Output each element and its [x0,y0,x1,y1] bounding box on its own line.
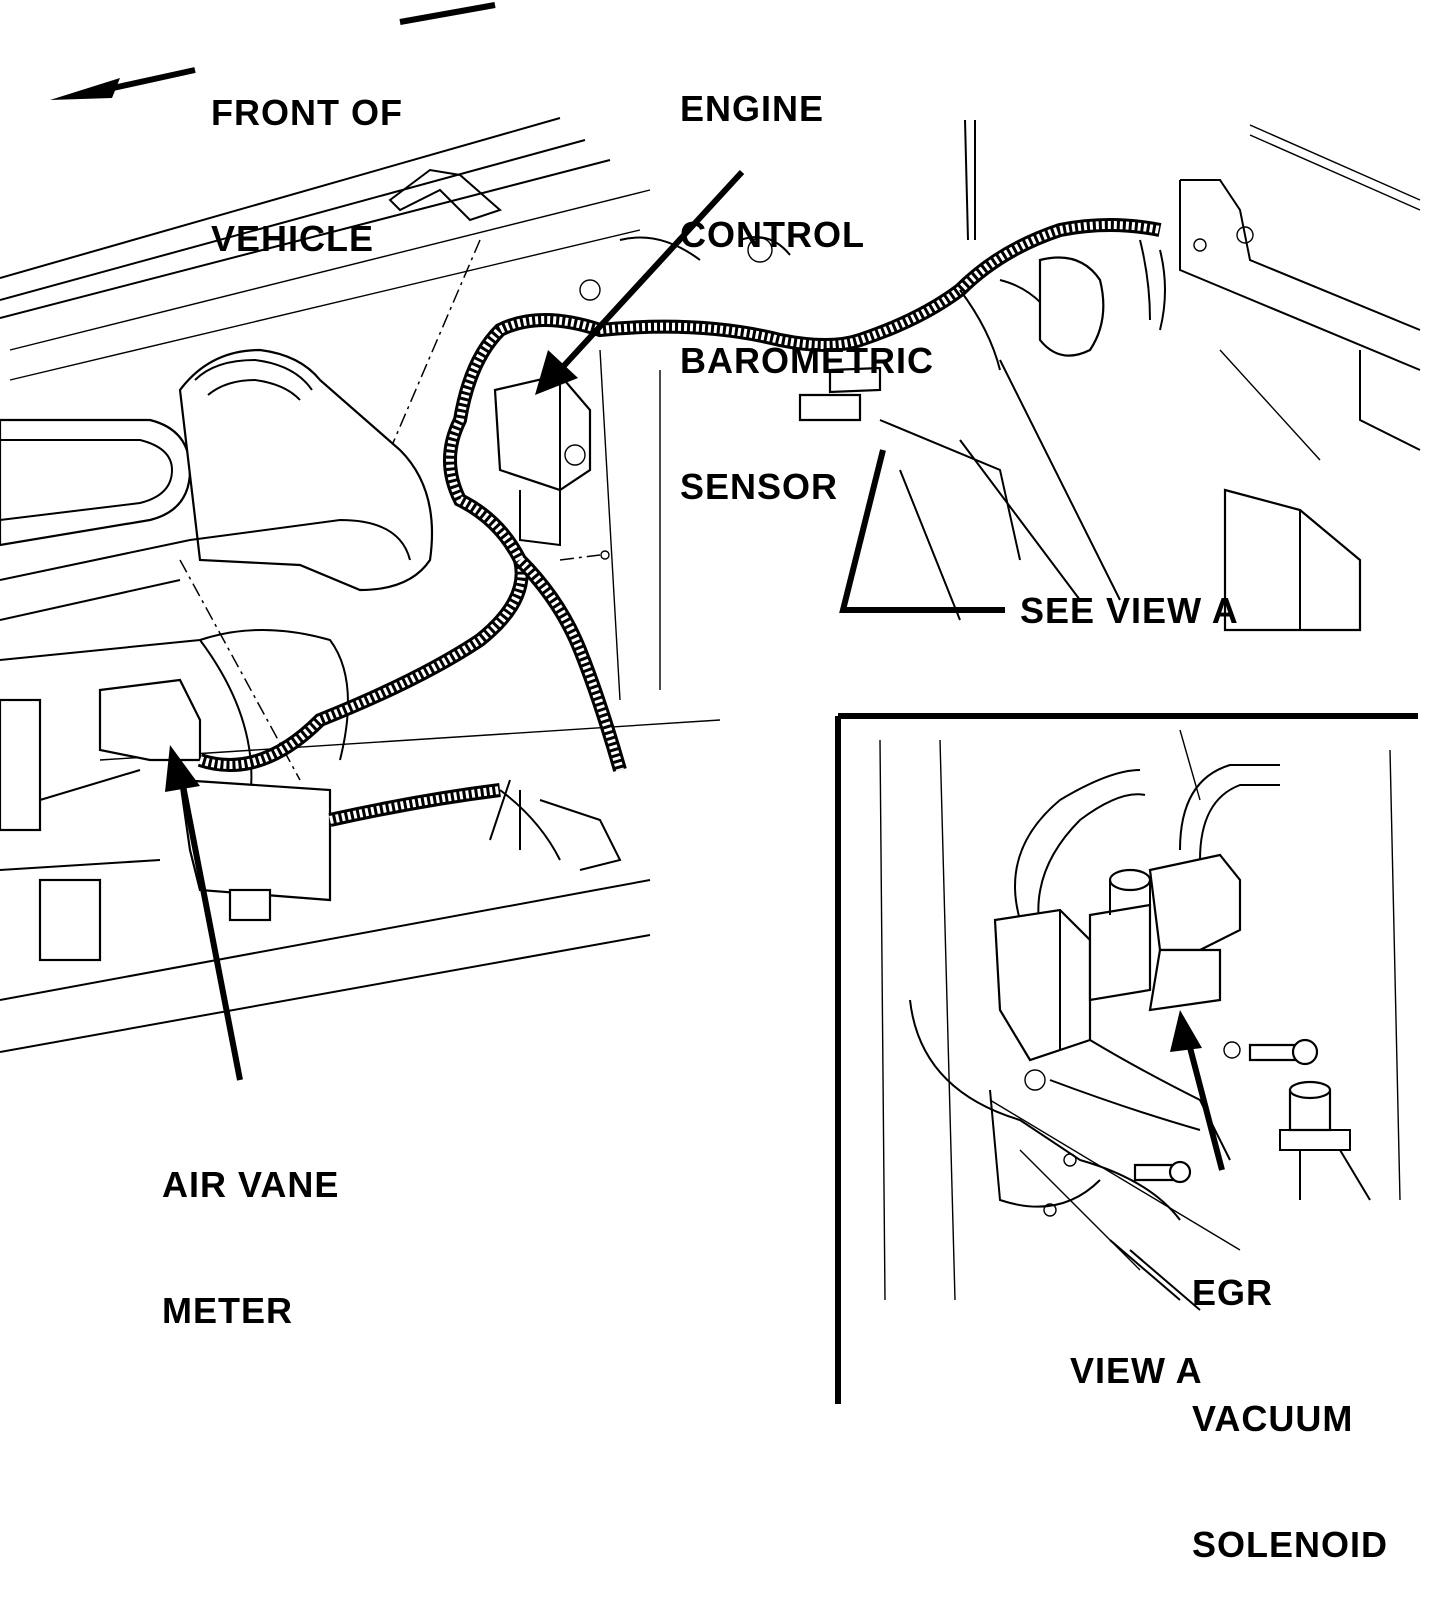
egr-solenoid-label: EGR VACUUM SOLENOID [1192,1188,1388,1608]
air-vane-meter-line-2: METER [162,1290,293,1331]
air-vane-meter-label: AIR VANE METER [162,1080,339,1374]
inset-drawing [879,729,1401,1311]
egr-solenoid-line-3: SOLENOID [1192,1524,1389,1565]
front-direction-arrow [50,2,496,100]
main-view [0,2,1421,1081]
air-cleaner-assembly [0,348,434,962]
barometric-sensor-line-4: SENSOR [680,466,839,507]
egr-solenoid-line-1: EGR [1192,1272,1274,1313]
leader-lines [165,169,1005,1081]
firewall-structures [579,119,1421,701]
wiring-harness [197,218,1166,871]
barometric-sensor-part [493,373,610,561]
barometric-sensor-line-1: ENGINE [680,88,825,129]
front-of-vehicle-line-2: VEHICLE [211,218,375,259]
barometric-sensor-line-3: BAROMETRIC [680,340,934,381]
front-of-vehicle-line-1: FRONT OF [211,92,403,133]
egr-solenoid-line-2: VACUUM [1192,1398,1354,1439]
front-of-vehicle-label: FRONT OF VEHICLE [211,8,403,302]
fender-outline [0,117,721,1053]
view-a-caption: VIEW A [1070,1350,1203,1391]
engine-bay-diagram [0,2,1421,1404]
air-vane-meter-line-1: AIR VANE [162,1164,340,1205]
view-a-inset [835,713,1418,1404]
egr-leader [1170,1010,1225,1171]
see-view-a-label: SEE VIEW A [1020,590,1239,631]
barometric-sensor-label: ENGINE CONTROL BAROMETRIC SENSOR [680,4,934,550]
barometric-sensor-line-2: CONTROL [680,214,865,255]
